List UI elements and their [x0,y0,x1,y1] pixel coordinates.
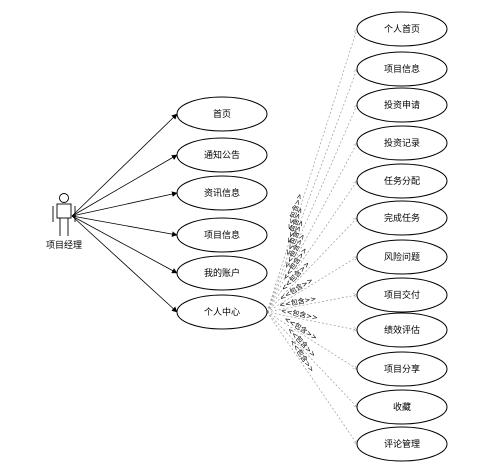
include-line [266,311,357,330]
use-case-label: 资讯信息 [204,187,240,199]
association-line [71,215,178,274]
use-case-ellipse[interactable] [356,51,448,87]
use-case-ellipse[interactable] [356,200,448,236]
use-case-label: 我的账户 [204,267,240,279]
association-line [71,191,178,217]
use-case-label: 完成任务 [384,212,420,224]
use-case-ellipse[interactable] [176,294,268,330]
include-line [266,105,357,313]
use-case-ellipse[interactable] [356,277,448,313]
use-case-label: 投资记录 [384,137,420,149]
use-case-ellipse[interactable] [356,389,448,425]
use-case-ellipse[interactable] [356,312,448,348]
use-case-ellipse[interactable] [356,426,448,462]
use-case-ellipse[interactable] [176,137,268,173]
use-case-label: 个人首页 [384,23,420,35]
use-case-ellipse[interactable] [356,163,448,199]
use-case-label: 评论管理 [384,438,420,450]
include-line [266,181,357,313]
use-case-ellipse[interactable] [176,175,268,211]
use-case-ellipse[interactable] [356,125,448,161]
include-line [266,295,357,313]
use-case-label: 投资申请 [384,99,420,111]
use-case-label: 任务分配 [384,175,420,187]
association-line [71,215,178,237]
use-case-label: 收藏 [393,401,411,413]
use-case-nodes: 首页通知公告资讯信息项目信息我的账户个人中心个人首页项目信息投资申请投资记录任务… [176,11,448,462]
include-line [266,257,357,313]
use-case-label: 项目分享 [384,363,420,375]
include-line [266,311,357,444]
use-case-label: 风险问题 [384,251,420,263]
include-line [266,218,357,313]
use-case-ellipse[interactable] [356,351,448,387]
use-case-label: 绩效评估 [384,324,420,336]
use-case-ellipse[interactable] [356,239,448,275]
use-case-ellipse[interactable] [356,87,448,123]
association-line [71,113,178,217]
use-case-label: 项目交付 [384,289,420,301]
use-case-ellipse[interactable] [356,11,448,47]
include-line [266,311,357,407]
use-case-label: 首页 [213,108,231,120]
association-line [71,154,178,217]
use-case-label: 项目信息 [384,63,420,75]
use-case-label: 项目信息 [204,229,240,241]
use-case-ellipse[interactable] [176,255,268,291]
use-case-ellipse[interactable] [176,217,268,253]
actor-label: 项目经理 [46,239,82,251]
use-case-label: 个人中心 [204,306,240,318]
use-case-label: 通知公告 [204,149,240,161]
use-case-ellipse[interactable] [176,96,268,132]
include-line [266,29,357,313]
include-line [266,311,357,369]
actor-figure-icon [52,193,76,236]
include-line [266,69,357,313]
association-line [71,215,178,313]
